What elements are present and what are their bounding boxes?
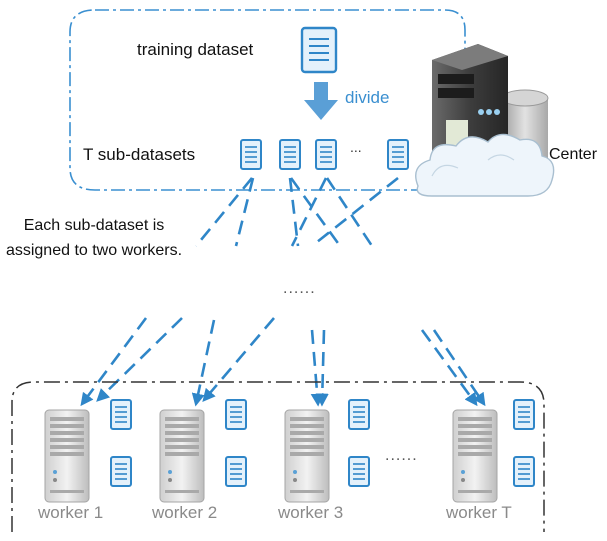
subdataset-icon: [348, 399, 370, 430]
worker-3-label: worker 3: [278, 503, 344, 522]
subdataset-icon: [348, 456, 370, 487]
subdataset-icon: [387, 139, 409, 170]
server-icon: [284, 409, 330, 503]
worker-1-label: worker 1: [38, 503, 104, 522]
worker-2: [159, 399, 247, 503]
worker-2-label: worker 2: [152, 503, 218, 522]
divide-label: divide: [345, 88, 390, 107]
assignment-note: Each sub-dataset is assigned to two work…: [5, 217, 183, 259]
training-dataset-icon: [300, 26, 338, 74]
subdataset-icon: [110, 399, 132, 430]
assignment-arrows: [80, 176, 486, 407]
subdataset-icon: [110, 456, 132, 487]
subdataset-icon: [240, 139, 262, 170]
subdataset-icon: [315, 139, 337, 170]
server-icon: [44, 409, 90, 503]
training-dataset-label: training dataset: [137, 40, 254, 59]
divide-arrow-icon: [304, 82, 338, 120]
subdataset-icon: [513, 399, 535, 430]
workers-ellipsis: ......: [385, 447, 418, 464]
subdatasets-ellipsis: ...: [350, 139, 362, 155]
subdataset-icon: [225, 456, 247, 487]
worker-T-label: worker T: [446, 503, 512, 522]
subdataset-icon: [279, 139, 301, 170]
worker-1: [44, 399, 132, 503]
subdataset-icon: [225, 399, 247, 430]
subdatasets-label: T sub-datasets: [83, 145, 196, 164]
center-boundary: [69, 9, 475, 191]
worker-T: [452, 399, 535, 503]
worker-3: [284, 399, 370, 503]
server-icon: [452, 409, 498, 503]
middle-ellipsis: ......: [283, 280, 316, 297]
workers-boundary: [11, 381, 545, 532]
center-label: Center: [549, 146, 598, 163]
subdataset-icon: [513, 456, 535, 487]
server-icon: [159, 409, 205, 503]
center-server-cloud-icon: [415, 44, 555, 197]
